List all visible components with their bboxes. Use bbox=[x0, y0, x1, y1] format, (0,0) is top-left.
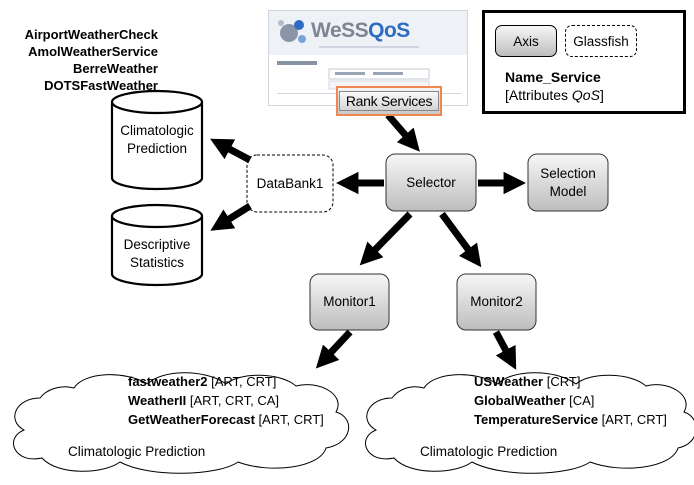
selection-model-label: Selection Model bbox=[540, 165, 596, 199]
list-item: WeatherII [ART, CRT, CA] bbox=[128, 391, 324, 410]
service-name: GlobalWeather bbox=[474, 393, 566, 408]
legend-attr-suffix: ] bbox=[599, 87, 604, 103]
service-attrs: [ART, CRT] bbox=[207, 374, 277, 389]
right-cloud-label: Climatologic Prediction bbox=[420, 444, 558, 459]
service-attrs: [CA] bbox=[565, 393, 595, 408]
legend-attributes: [Attributes QoS] bbox=[505, 87, 604, 103]
service-name: fastweather2 bbox=[128, 374, 208, 389]
selector-label: Selector bbox=[406, 174, 456, 190]
logo-part-1: WeSS bbox=[311, 19, 369, 42]
legend-name-service: Name_Service bbox=[505, 69, 601, 85]
right-cloud-services: USWeather [CRT] GlobalWeather [CA] Tempe… bbox=[474, 372, 667, 429]
service-name: AirportWeatherCheck bbox=[24, 27, 158, 42]
service-name: USWeather bbox=[474, 374, 544, 389]
service-name: TemperatureService bbox=[474, 412, 599, 427]
service-name: WeatherII bbox=[128, 393, 187, 408]
legend-glassfish: Glassfish bbox=[565, 25, 637, 57]
arrows bbox=[210, 112, 526, 370]
wessqos-logo-graphic bbox=[269, 11, 467, 94]
legend-box: Axis Glassfish Name_Service [Attributes … bbox=[482, 10, 686, 114]
list-item: TemperatureService [ART, CRT] bbox=[474, 410, 667, 429]
service-attrs: [ART, CRT, CA] bbox=[186, 393, 279, 408]
right-cloud-shape bbox=[365, 372, 694, 474]
top-left-service-list: AirportWeatherCheck AmolWeatherService B… bbox=[0, 26, 158, 94]
rank-services-button[interactable]: Rank Services bbox=[336, 86, 442, 116]
climatologic-db-label: Climatologic Prediction bbox=[120, 123, 194, 156]
arrow-monitor2-to-cloud bbox=[492, 330, 517, 370]
databank-box bbox=[246, 154, 334, 213]
selection-model-box bbox=[527, 153, 609, 212]
databank-label: DataBank1 bbox=[256, 175, 324, 191]
service-attrs: [CRT] bbox=[543, 374, 581, 389]
monitor1-box bbox=[309, 273, 390, 331]
arrow-monitor1-to-cloud bbox=[315, 329, 353, 369]
service-attrs: [ART, CRT] bbox=[254, 412, 324, 427]
monitor1-label: Monitor1 bbox=[323, 294, 376, 309]
list-item: USWeather [CRT] bbox=[474, 372, 667, 391]
monitor2-box bbox=[456, 273, 537, 331]
legend-glassfish-label: Glassfish bbox=[573, 33, 629, 49]
legend-attr-prefix: [Attributes bbox=[505, 87, 572, 103]
arrow-selector-to-monitor2 bbox=[439, 211, 482, 268]
list-item: GetWeatherForecast [ART, CRT] bbox=[128, 410, 324, 429]
selector-box bbox=[385, 153, 477, 212]
service-name: BerreWeather bbox=[72, 61, 158, 76]
rank-services-label: Rank Services bbox=[338, 91, 440, 111]
descriptive-db-cylinder bbox=[110, 203, 204, 287]
climatologic-db-cylinder bbox=[110, 89, 204, 191]
legend-axis: Axis bbox=[495, 25, 557, 57]
arrow-rank-to-selector bbox=[385, 112, 420, 152]
arrow-selector-to-monitor1 bbox=[359, 211, 413, 266]
list-item: GlobalWeather [CA] bbox=[474, 391, 667, 410]
monitor2-label: Monitor2 bbox=[470, 294, 523, 309]
left-cloud-label: Climatologic Prediction bbox=[68, 444, 206, 459]
logo-part-2: QoS bbox=[368, 19, 410, 42]
service-attrs: [ART, CRT] bbox=[598, 412, 667, 427]
legend-attr-qos: QoS bbox=[571, 87, 600, 103]
list-item: fastweather2 [ART, CRT] bbox=[128, 372, 324, 391]
arrow-databank-to-climatologic bbox=[210, 138, 252, 164]
legend-axis-label: Axis bbox=[513, 33, 539, 49]
arrow-databank-to-descriptive bbox=[210, 203, 252, 231]
left-cloud-shape bbox=[13, 372, 350, 474]
service-name: AmolWeatherService bbox=[28, 44, 158, 59]
service-name: GetWeatherForecast bbox=[128, 412, 255, 427]
wessqos-logo: WeSSQoS bbox=[311, 19, 410, 43]
service-name: DOTSFastWeather bbox=[44, 78, 158, 93]
left-cloud-services: fastweather2 [ART, CRT] WeatherII [ART, … bbox=[128, 372, 324, 429]
descriptive-db-label: Descriptive Statistics bbox=[123, 237, 191, 270]
